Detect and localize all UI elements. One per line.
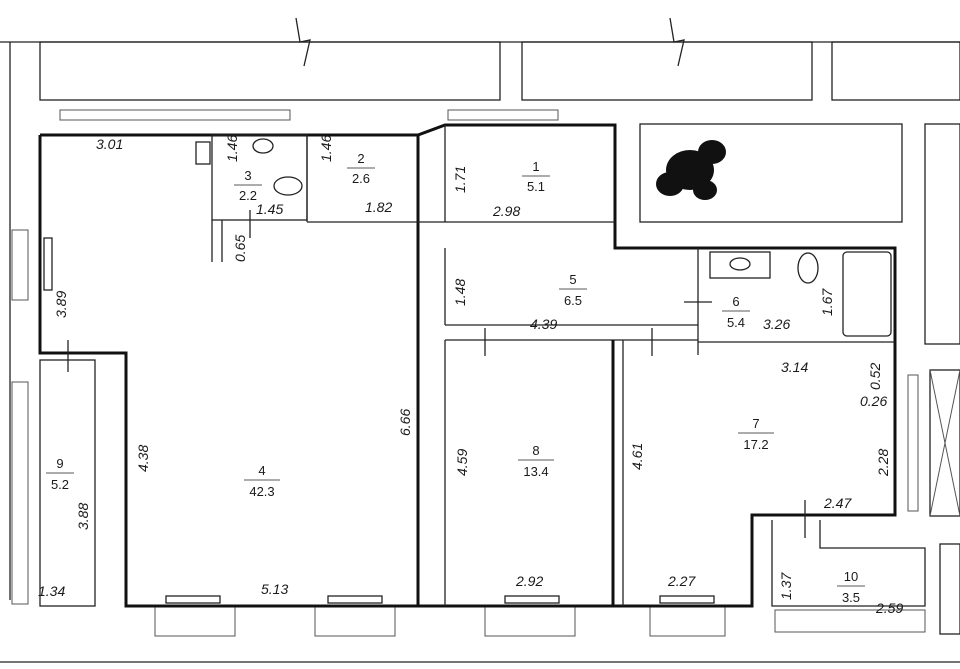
room-3-label: 3 2.2 [234, 168, 262, 203]
room-9-area: 5.2 [51, 477, 69, 492]
dim-label: 6.66 [397, 409, 413, 436]
room-10-number: 10 [844, 569, 858, 584]
room-6-label: 6 5.4 [722, 294, 750, 330]
dim-label: 4.39 [530, 316, 557, 332]
dim-label: 3.26 [763, 316, 790, 332]
dim-label: 2.28 [875, 449, 891, 477]
dim-label: 2.92 [515, 573, 543, 589]
room-2-number: 2 [357, 151, 364, 166]
room-1-label: 1 5.1 [522, 159, 550, 194]
room-1-number: 1 [532, 159, 539, 174]
dim-label: 0.65 [232, 235, 248, 262]
room-1-area: 5.1 [527, 179, 545, 194]
room-3-area: 2.2 [239, 188, 257, 203]
dim-label: 2.47 [823, 495, 852, 511]
dim-label: 1.82 [365, 199, 392, 215]
room-7-number: 7 [752, 416, 759, 431]
room-10-label: 10 3.5 [837, 569, 865, 605]
dim-label: 3.01 [96, 136, 123, 152]
dim-label: 3.88 [75, 503, 91, 530]
room-5-label: 5 6.5 [559, 272, 587, 308]
dim-label: 1.37 [778, 572, 794, 600]
dim-label: 2.59 [875, 600, 903, 616]
room-4-label: 4 42.3 [244, 463, 280, 499]
room-3-number: 3 [244, 168, 251, 183]
apartment-walls [38, 123, 926, 608]
building-structure [0, 17, 960, 663]
dim-label: 1.67 [819, 288, 835, 316]
room-7-label: 7 17.2 [738, 416, 774, 452]
dim-label: 1.46 [224, 135, 240, 162]
dim-label: 2.98 [492, 203, 520, 219]
dim-label: 0.52 [867, 363, 883, 390]
room-6-area: 5.4 [727, 315, 745, 330]
dim-label: 0.26 [860, 393, 887, 409]
room-7-area: 17.2 [743, 437, 768, 452]
room-8-area: 13.4 [523, 464, 548, 479]
room-5-number: 5 [569, 272, 576, 287]
dim-label: 4.61 [629, 443, 645, 470]
redaction-blot [656, 140, 726, 200]
dim-label: 1.48 [452, 279, 468, 306]
room-8-label: 8 13.4 [518, 443, 554, 479]
dim-label: 5.13 [261, 581, 288, 597]
dim-label: 1.46 [318, 135, 334, 162]
dim-label: 2.27 [667, 573, 696, 589]
room-9-label: 9 5.2 [46, 456, 74, 492]
dim-label: 1.71 [452, 166, 468, 193]
room-8-number: 8 [532, 443, 539, 458]
room-5-area: 6.5 [564, 293, 582, 308]
dim-label: 4.59 [454, 449, 470, 476]
room-4-area: 42.3 [249, 484, 274, 499]
room-6-number: 6 [732, 294, 739, 309]
dim-label: 1.45 [256, 201, 283, 217]
room-10-area: 3.5 [842, 590, 860, 605]
dim-label: 3.89 [53, 291, 69, 318]
room-9-number: 9 [56, 456, 63, 471]
dim-label: 4.38 [135, 445, 151, 472]
dim-label: 3.14 [781, 359, 808, 375]
room-2-label: 2 2.6 [347, 151, 375, 186]
dim-label: 1.34 [38, 583, 65, 599]
room-4-number: 4 [258, 463, 265, 478]
room-2-area: 2.6 [352, 171, 370, 186]
dimension-labels: 3.01 1.46 1.46 1.71 1.45 1.82 2.98 0.65 … [38, 135, 903, 616]
room-labels: 1 5.1 2 2.6 3 2.2 4 42.3 5 6.5 6 5.4 [46, 151, 865, 605]
